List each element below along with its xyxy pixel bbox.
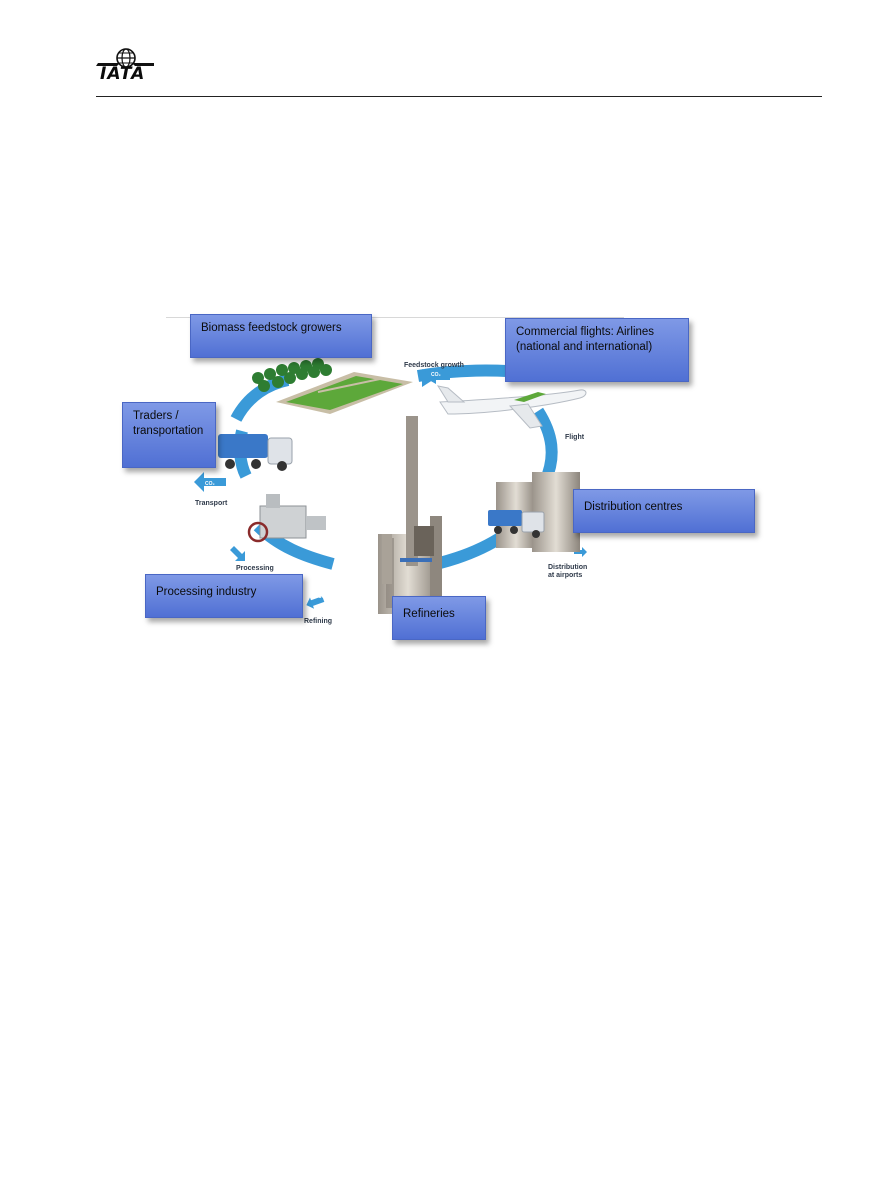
refinery-icon: [378, 416, 442, 614]
box-traders-line2: transportation: [133, 425, 204, 437]
box-commercial-flights: Commercial flights: Airlines (national a…: [505, 318, 689, 382]
feedstock-field-icon: [252, 358, 413, 414]
page-header: IATA: [96, 42, 822, 98]
airplane-icon: [436, 385, 587, 429]
stage-label-transport: Transport: [195, 500, 228, 507]
biofuel-supply-chain-diagram: Feedstock growth Flight Transport Proces…: [118, 306, 760, 656]
box-processing-industry-text: Processing industry: [156, 586, 257, 598]
processing-press-icon: [247, 494, 326, 543]
stage-label-refining: Refining: [304, 618, 332, 625]
stage-label-flight: Flight: [565, 434, 585, 441]
box-biomass-growers: Biomass feedstock growers: [190, 314, 372, 358]
box-processing-industry: Processing industry: [145, 574, 303, 618]
stage-label-feedstock-growth: Feedstock growth: [404, 362, 464, 369]
iata-logo-text: IATA: [100, 64, 146, 84]
co2-arrows: [194, 368, 587, 609]
co2-label-transport: CO₂: [205, 481, 215, 487]
box-distribution-centres-text: Distribution centres: [584, 501, 683, 513]
box-commercial-flights-line1: Commercial flights: Airlines: [516, 326, 655, 338]
box-distribution-centres: Distribution centres: [573, 489, 755, 533]
iata-globe-icon: [96, 48, 154, 68]
box-traders-transportation: Traders / transportation: [122, 402, 216, 468]
box-refineries-text: Refineries: [403, 608, 455, 620]
stage-label-processing: Processing: [236, 565, 274, 572]
diagram-top-line: [166, 317, 624, 318]
stage-label-distribution-line1: Distribution: [548, 564, 588, 571]
box-biomass-growers-text: Biomass feedstock growers: [201, 322, 342, 334]
co2-label-refining: CO₂: [318, 594, 328, 600]
stage-label-distribution: Distribution at airports: [548, 564, 587, 580]
co2-label-flight: CO₂: [431, 372, 441, 378]
header-rule: [96, 96, 822, 97]
box-refineries: Refineries: [392, 596, 486, 640]
box-commercial-flights-line2: (national and international): [516, 341, 653, 353]
transport-truck-icon: [218, 434, 293, 471]
stage-label-distribution-line2: at airports: [548, 572, 583, 579]
box-traders-line1: Traders /: [133, 410, 179, 422]
distribution-tanks-icon: [488, 472, 580, 552]
